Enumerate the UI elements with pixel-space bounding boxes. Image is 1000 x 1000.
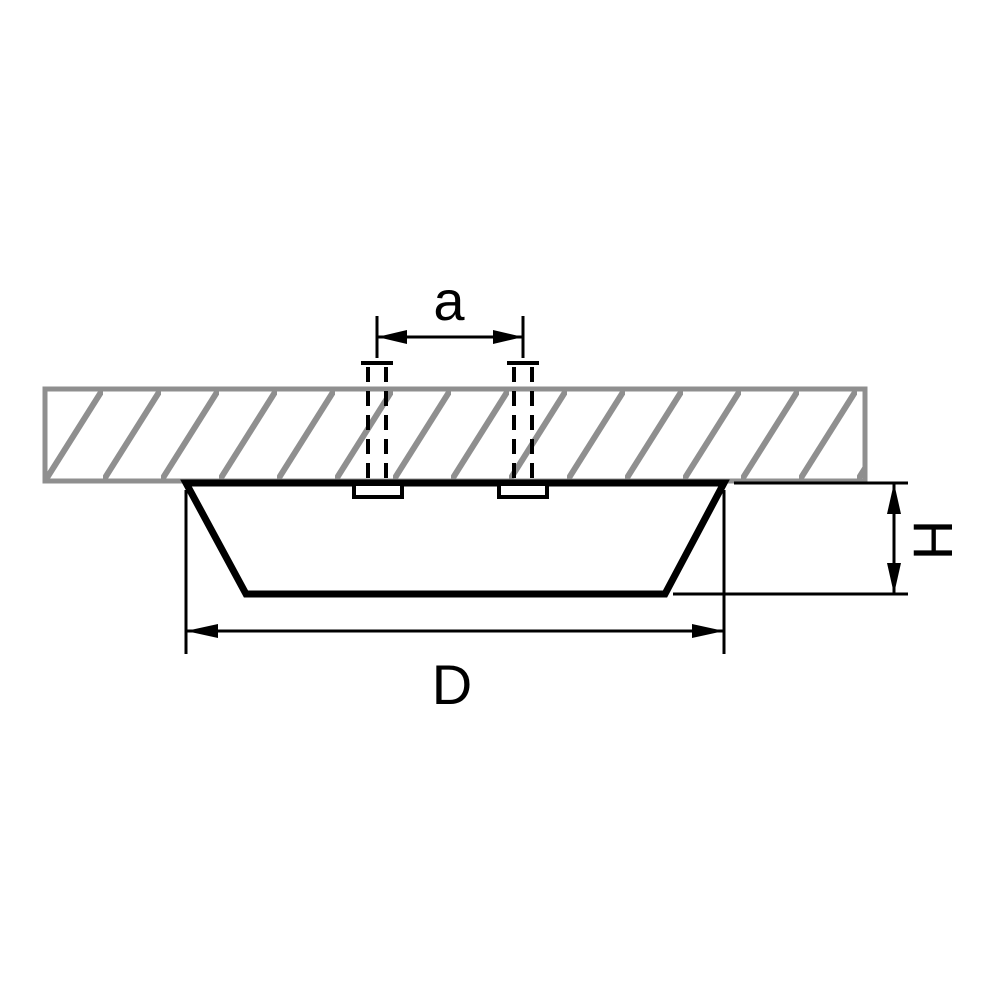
dimension-d: D	[184, 490, 726, 716]
ceiling-section	[42, 386, 868, 484]
dim-d-arrow-right	[692, 624, 724, 638]
mounting-clip-right	[497, 482, 549, 499]
fixture-body	[180, 479, 730, 598]
dimension-h: H	[673, 481, 965, 596]
dim-h-arrow-bottom	[887, 563, 901, 594]
ceiling-hatch-rect	[42, 386, 868, 484]
dimension-a-label: a	[433, 269, 465, 332]
dimension-d-label: D	[432, 653, 472, 716]
dimension-h-label: H	[902, 520, 965, 560]
dim-a-arrow-right	[493, 330, 523, 344]
mounting-clip-left	[352, 482, 404, 499]
dim-h-arrow-top	[887, 483, 901, 514]
screw-hole-left	[361, 361, 393, 480]
dim-d-arrow-left	[186, 624, 218, 638]
dimension-a: a	[375, 269, 525, 358]
screw-hole-right	[507, 361, 539, 480]
dim-a-arrow-left	[377, 330, 407, 344]
